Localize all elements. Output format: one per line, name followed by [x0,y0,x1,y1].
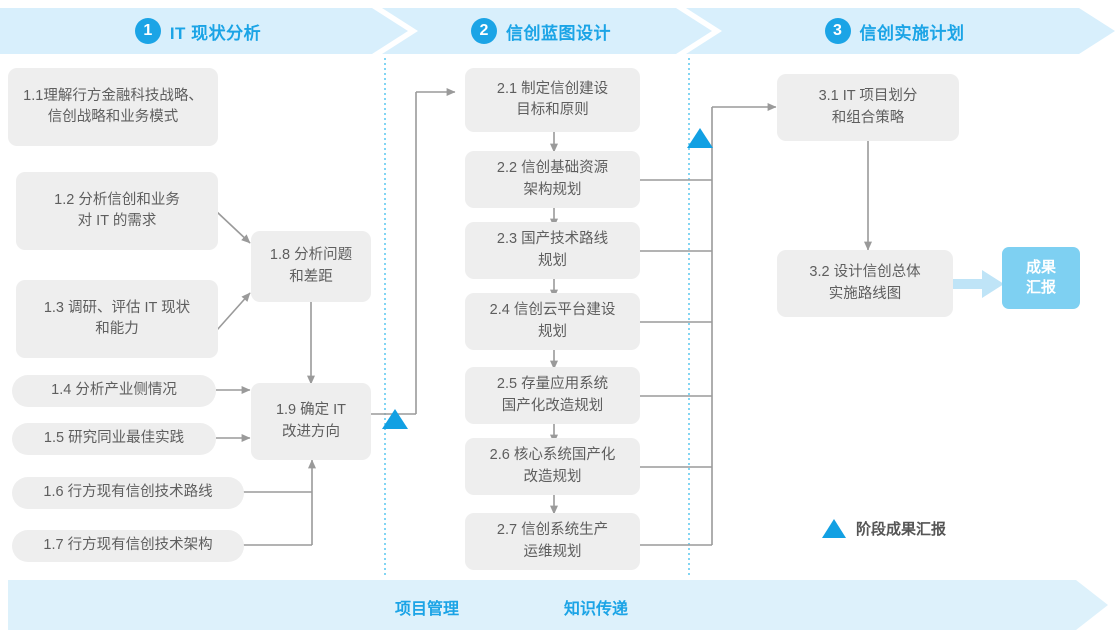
node-1-1[interactable]: 1.1理解行方金融科技战略、 信创战略和业务模式 [8,68,218,146]
legend: 阶段成果汇报 [822,518,946,539]
node-1-3[interactable]: 1.3 调研、评估 IT 现状 和能力 [16,280,218,358]
phase-title-2: 信创蓝图设计 [506,23,611,43]
result-report-box[interactable]: 成果 汇报 [1002,247,1080,309]
phase-title-3: 信创实施计划 [859,23,965,43]
node-2-7[interactable]: 2.7 信创系统生产 运维规划 [465,513,640,570]
milestone-marker-phase2 [687,128,713,148]
node-1-8[interactable]: 1.8 分析问题 和差距 [251,231,371,302]
bottom-label-knowledge-transfer: 知识传递 [564,601,629,618]
node-2-2[interactable]: 2.2 信创基础资源 架构规划 [465,151,640,208]
result-arrow [952,270,1004,298]
node-1-9[interactable]: 1.9 确定 IT 改进方向 [251,383,371,460]
node-1-7[interactable]: 1.7 行方现有信创技术架构 [12,530,244,562]
phase-number-1: 1 [134,18,161,44]
node-1-6[interactable]: 1.6 行方现有信创技术路线 [12,477,244,509]
node-3-1[interactable]: 3.1 IT 项目划分 和组合策略 [777,74,959,141]
phase-number-2: 2 [471,18,497,44]
legend-label: 阶段成果汇报 [856,521,947,538]
bottom-label-project-management: 项目管理 [395,601,460,618]
phase-number-3: 3 [824,18,851,44]
node-2-4[interactable]: 2.4 信创云平台建设 规划 [465,293,640,350]
node-2-3[interactable]: 2.3 国产技术路线 规划 [465,222,640,279]
node-3-2[interactable]: 3.2 设计信创总体 实施路线图 [777,250,953,317]
node-1-2[interactable]: 1.2 分析信创和业务 对 IT 的需求 [16,172,218,250]
node-2-1[interactable]: 2.1 制定信创建设 目标和原则 [465,68,640,132]
node-2-5[interactable]: 2.5 存量应用系统 国产化改造规划 [465,367,640,424]
node-1-4[interactable]: 1.4 分析产业侧情况 [12,375,216,407]
phase-banner-1: 1 IT 现状分析 [0,8,408,54]
node-1-5[interactable]: 1.5 研究同业最佳实践 [12,423,216,455]
node-2-6[interactable]: 2.6 核心系统国产化 改造规划 [465,438,640,495]
phase-banner-3: 3 信创实施计划 [686,8,1115,54]
milestone-marker-phase1 [382,409,408,429]
phase-title-1: IT 现状分析 [169,23,262,43]
milestone-triangle-icon [822,519,846,538]
bottom-band-shape [8,580,1108,630]
phase-banner-2: 2 信创蓝图设计 [382,8,712,54]
